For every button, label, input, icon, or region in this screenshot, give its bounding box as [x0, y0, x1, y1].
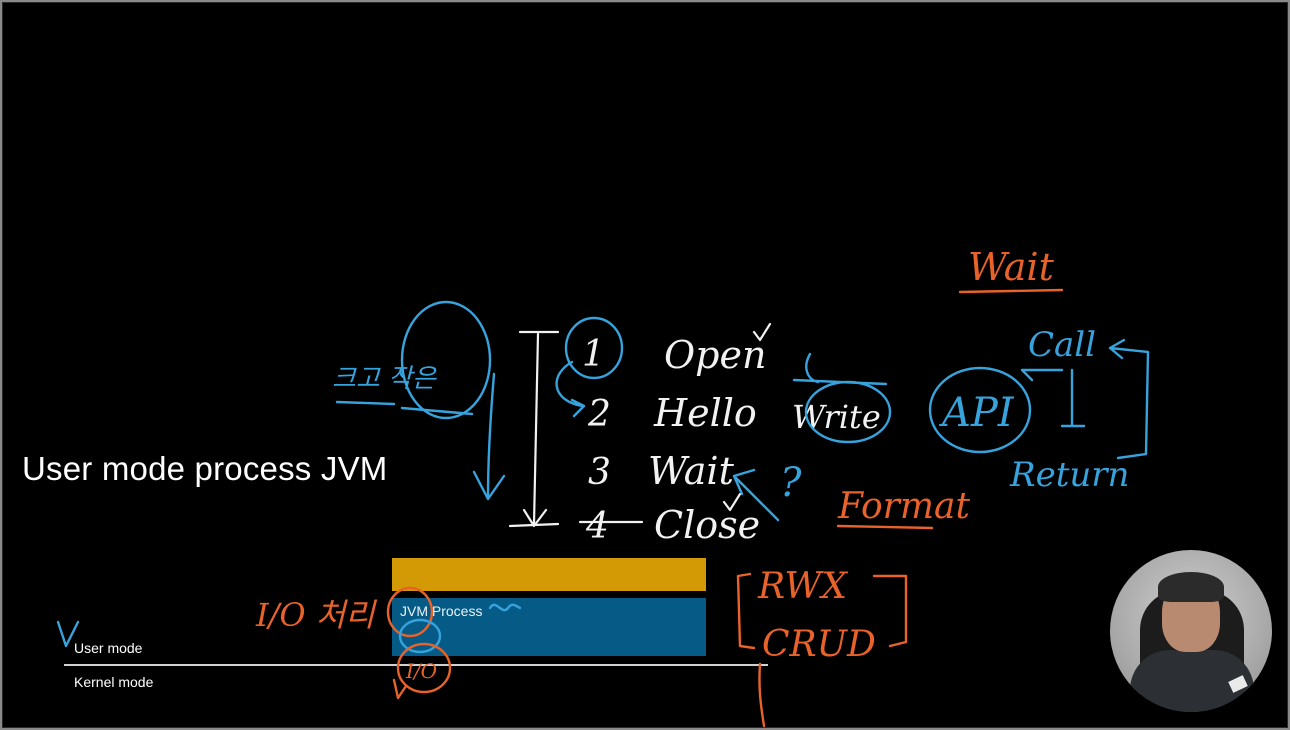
- api-circle: [928, 366, 1032, 454]
- rwx-bracket-right: [872, 574, 908, 648]
- sequence-arrow: [508, 330, 560, 528]
- jvm-check-squiggle: [488, 603, 522, 612]
- io-circle-bottom: [396, 642, 452, 694]
- step-four-number: 4: [585, 506, 609, 547]
- user-mode-label: User mode: [74, 640, 143, 656]
- wait-note: Wait: [968, 245, 1055, 289]
- user-mode-tick: [56, 620, 80, 648]
- question-arrow: [732, 468, 780, 522]
- jvm-process-label: JVM Process: [400, 603, 483, 619]
- call-side-arrow: [1020, 368, 1064, 382]
- step-one-loop: [555, 360, 586, 418]
- presenter-webcam: [1110, 550, 1272, 712]
- io-badge: I/O: [405, 659, 437, 683]
- step-one-text: Open: [664, 333, 766, 377]
- return-text: Return: [1009, 455, 1129, 495]
- api-text: API: [938, 390, 1015, 436]
- down-arrow-left: [472, 372, 506, 501]
- korean-circle: [400, 300, 492, 420]
- slide-title: User mode process JVM: [22, 450, 388, 487]
- step-one-number: 1: [582, 334, 605, 375]
- question-mark: ?: [780, 460, 802, 506]
- webcam-hair: [1158, 572, 1224, 602]
- rwx-note: RWX: [757, 566, 848, 607]
- format-note: Format: [837, 486, 970, 527]
- jvm-process-bar: JVM Process: [392, 598, 706, 656]
- step-two-number: 2: [587, 394, 611, 435]
- step-two-text: Hello: [653, 391, 757, 435]
- call-down-arrow: [1060, 368, 1086, 428]
- crud-note: CRUD: [762, 624, 876, 665]
- korean-note: 크고 작은: [332, 364, 437, 394]
- loop-bracket: [1108, 338, 1150, 460]
- io-note: I/O 처리: [255, 596, 377, 634]
- user-process-bar: [392, 558, 706, 591]
- step-four-text: Close: [654, 503, 760, 547]
- step-one-circle: [564, 316, 624, 380]
- format-underline: [836, 524, 934, 530]
- write-strike: [792, 352, 888, 386]
- close-checkmark: [722, 492, 742, 512]
- io-circle-blue: [398, 618, 442, 654]
- user-kernel-divider: [64, 664, 768, 666]
- rwx-bracket-left: [736, 572, 756, 650]
- call-text: Call: [1028, 325, 1096, 365]
- step-three-number: 3: [588, 452, 611, 493]
- step-three-text: Wait: [648, 449, 735, 493]
- io-circle-top: [386, 586, 434, 638]
- wait-underline: [958, 288, 1064, 294]
- open-checkmark: [752, 322, 772, 342]
- io-down-arrow: [392, 678, 408, 700]
- korean-underline: [335, 400, 474, 416]
- long-down-stroke: [758, 662, 766, 728]
- kernel-mode-label: Kernel mode: [74, 674, 154, 690]
